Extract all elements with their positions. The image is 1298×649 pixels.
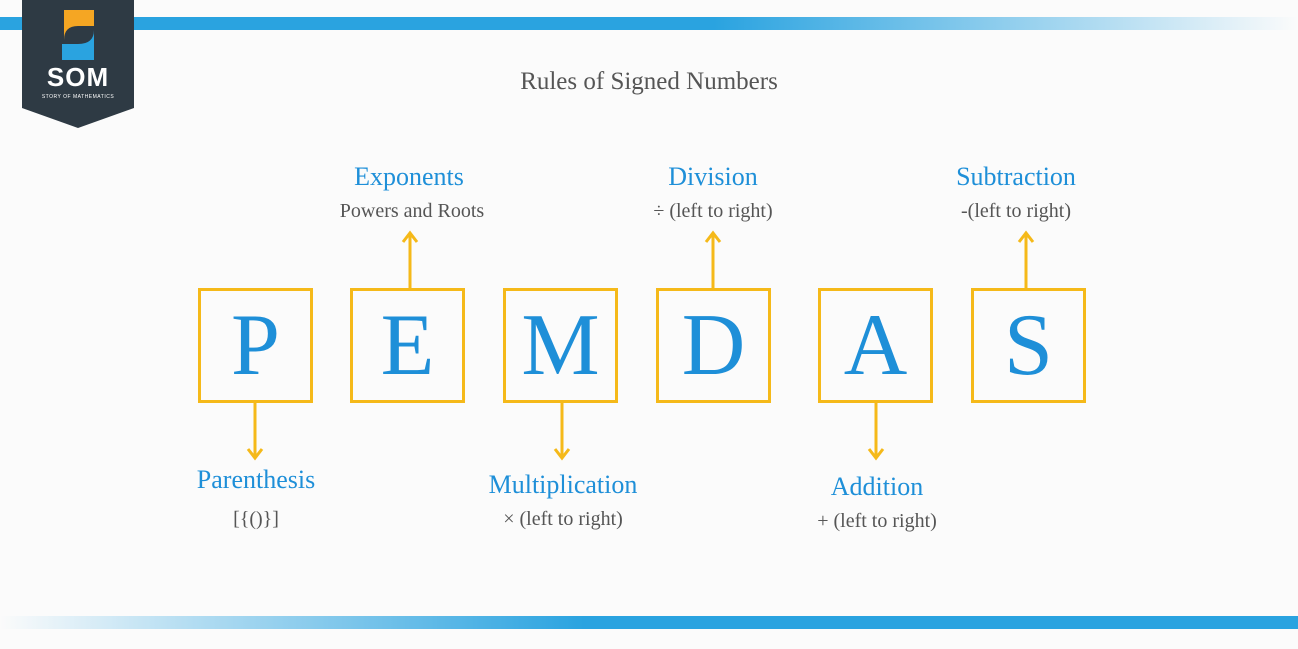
top-stripe [0,17,1298,30]
label-multiplication: Multiplication [488,470,638,499]
label-parenthesis: Parenthesis [196,465,316,494]
logo-tagline: STORY OF MATHEMATICS [41,94,115,100]
arrow-up-s-icon [1017,230,1035,288]
sub-multiplication: × (left to right) [503,508,623,530]
sub-subtraction: -(left to right) [961,200,1071,222]
logo-orange-shape-icon [64,10,94,40]
letter-box-a: A [818,288,933,403]
label-subtraction: Subtraction [956,162,1076,191]
som-logo [22,0,134,128]
letter-box-m: M [503,288,618,403]
arrow-down-m-icon [553,403,571,461]
letter-box-p: P [198,288,313,403]
letter-box-s: S [971,288,1086,403]
label-addition: Addition [830,472,924,501]
arrow-up-d-icon [704,230,722,288]
sub-division: ÷ (left to right) [653,200,773,222]
logo-blue-shape-icon [62,30,94,60]
arrow-down-a-icon [867,403,885,461]
bottom-stripe [0,616,1298,629]
sub-addition: + (left to right) [817,510,937,532]
label-exponents: Exponents [354,162,464,191]
letter-box-d: D [656,288,771,403]
logo-text: SOM [46,62,110,92]
page-title: Rules of Signed Numbers [520,68,778,95]
sub-parenthesis: [{()}] [233,508,279,530]
arrow-down-p-icon [246,403,264,461]
letter-box-e: E [350,288,465,403]
sub-exponents: Powers and Roots [339,200,485,222]
label-division: Division [668,162,758,191]
arrow-up-e-icon [401,230,419,288]
